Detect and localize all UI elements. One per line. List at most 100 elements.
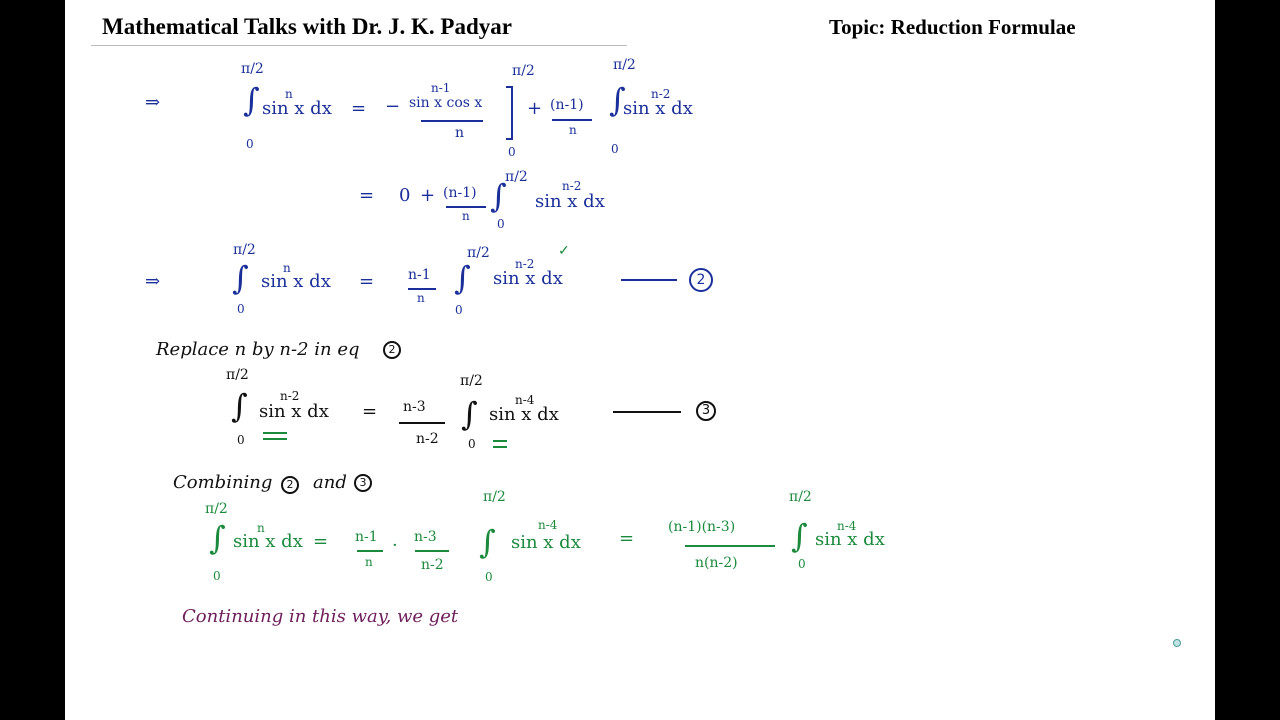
check-mark: ✓ — [558, 243, 570, 259]
fraction-1-denominator: n — [365, 555, 373, 569]
upper-limit: π/2 — [233, 242, 256, 258]
replace-note-text: Replace n by n-2 in eq — [156, 339, 360, 360]
power: n — [257, 521, 265, 535]
rhs-lower-limit: 0 — [798, 557, 806, 571]
combine-ref-a: 2 — [281, 476, 299, 494]
coefficient-denominator: n-2 — [416, 431, 439, 447]
combine-and: and — [313, 472, 347, 493]
lower-limit: 0 — [246, 137, 254, 151]
equals-sign: = — [362, 401, 378, 422]
mid-power: n-4 — [538, 518, 558, 532]
bracket-lower-limit: 0 — [508, 145, 516, 159]
lecture-title: Mathematical Talks with Dr. J. K. Padyar — [102, 14, 512, 39]
integrand: sin x dx — [233, 531, 303, 552]
mid-integral-sign: ∫ — [479, 523, 496, 561]
mid-lower-limit: 0 — [485, 570, 493, 584]
power: n-2 — [562, 179, 582, 193]
minus-sign: − — [385, 96, 401, 117]
power: n — [285, 87, 293, 101]
integral-sign: ∫ — [209, 519, 226, 557]
upper-limit: π/2 — [505, 169, 528, 185]
rhs-power: n-2 — [515, 257, 535, 271]
whiteboard-page: Mathematical Talks with Dr. J. K. Padyar… — [65, 0, 1215, 720]
coefficient-bar — [552, 119, 592, 121]
lower-limit: 0 — [213, 569, 221, 583]
equals-sign: = — [313, 531, 329, 552]
fraction-2-numerator: n-3 — [414, 529, 437, 545]
highlight-underline-2 — [263, 438, 287, 440]
coefficient-numerator: (n-1) — [443, 185, 477, 201]
equation-number: 3 — [696, 401, 716, 421]
rhs-upper-limit: π/2 — [460, 373, 483, 389]
closing-note: Continuing in this way, we get — [182, 606, 459, 627]
equals-sign: = — [359, 185, 375, 206]
rhs-power: n-2 — [651, 87, 671, 101]
implies-symbol: ⇒ — [145, 271, 161, 292]
equals-sign: = — [351, 98, 367, 119]
lecture-topic: Topic: Reduction Formulae — [829, 15, 1076, 39]
highlight-underline — [263, 432, 287, 434]
integral-sign: ∫ — [232, 259, 249, 297]
rhs-integrand: sin x dx — [623, 98, 693, 119]
integrand: sin x dx — [262, 98, 332, 119]
combine-ref-b: 3 — [354, 474, 372, 492]
lower-limit: 0 — [237, 302, 245, 316]
rhs-integral-sign: ∫ — [791, 517, 808, 555]
fraction-bar — [421, 120, 483, 122]
integral-sign: ∫ — [490, 177, 507, 215]
lower-limit: 0 — [497, 217, 505, 231]
fraction-numerator: sin x cos x — [409, 95, 483, 111]
integrand: sin x dx — [259, 401, 329, 422]
coefficient-bar — [408, 288, 436, 290]
rhs-integrand: sin x dx — [493, 268, 563, 289]
fraction-3-numerator: (n-1)(n-3) — [668, 519, 736, 535]
rhs-lower-limit: 0 — [611, 142, 619, 156]
rhs-integrand: sin x dx — [489, 404, 559, 425]
rhs-integral-sign: ∫ — [461, 395, 478, 433]
rhs-lower-limit: 0 — [455, 303, 463, 317]
rhs-integral-sign: ∫ — [454, 259, 471, 297]
equals-sign: = — [359, 271, 375, 292]
mid-upper-limit: π/2 — [483, 489, 506, 505]
coefficient-bar — [399, 422, 445, 424]
fraction-3-bar — [685, 545, 775, 547]
fraction-2-denominator: n-2 — [421, 557, 444, 573]
highlight-underline-4 — [493, 446, 507, 448]
equation-tag-line — [613, 411, 681, 413]
title-underline — [91, 45, 627, 46]
numerator-power: n-1 — [431, 81, 451, 95]
fraction-3-denominator: n(n-2) — [695, 555, 738, 571]
fraction-denominator: n — [455, 125, 465, 141]
evaluation-bracket — [506, 86, 513, 140]
equation-number: 2 — [689, 268, 713, 292]
rhs-upper-limit: π/2 — [789, 489, 812, 505]
rhs-power: n-4 — [515, 393, 535, 407]
coefficient-denominator: n — [417, 291, 425, 305]
power: n-2 — [280, 389, 300, 403]
lower-limit: 0 — [237, 433, 245, 447]
upper-limit: π/2 — [226, 367, 249, 383]
power: n — [283, 261, 291, 275]
zero-term: 0 — [399, 185, 411, 206]
integrand: sin x dx — [535, 191, 605, 212]
rhs-power: n-4 — [837, 519, 857, 533]
bracket-upper-limit: π/2 — [512, 63, 535, 79]
rhs-upper-limit: π/2 — [467, 245, 490, 261]
coefficient-numerator: n-1 — [408, 267, 431, 283]
combine-note-text: Combining — [173, 472, 273, 493]
replace-note-eq-ref: 2 — [383, 341, 401, 359]
plus-sign: + — [420, 185, 436, 206]
plus-sign: + — [527, 98, 543, 119]
integral-sign: ∫ — [231, 387, 248, 425]
dot-multiply: · — [392, 535, 398, 556]
rhs-integrand: sin x dx — [815, 529, 885, 550]
upper-limit: π/2 — [241, 61, 264, 77]
coefficient-bar — [446, 206, 486, 208]
integrand: sin x dx — [261, 271, 331, 292]
fraction-1-bar — [357, 550, 383, 552]
equation-tag-line — [621, 279, 677, 281]
fraction-1-numerator: n-1 — [355, 529, 378, 545]
integral-sign: ∫ — [243, 81, 260, 119]
implies-symbol: ⇒ — [145, 92, 161, 113]
cursor-dot — [1173, 639, 1181, 647]
